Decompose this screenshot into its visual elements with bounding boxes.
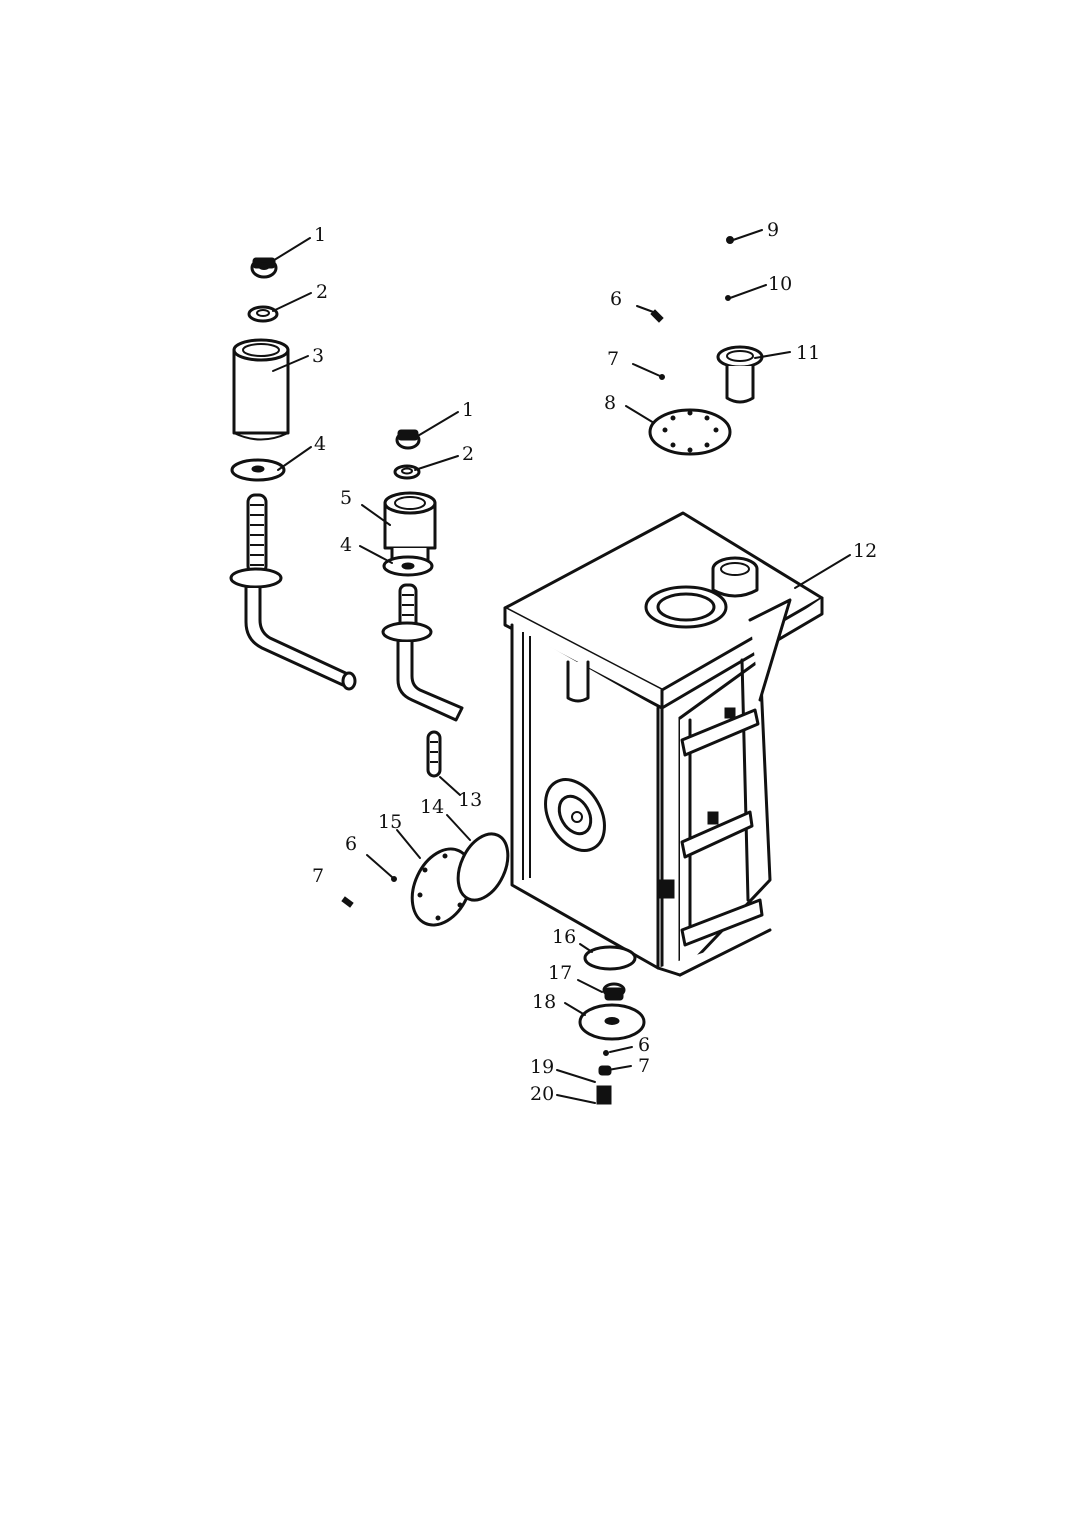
side-cover-gasket <box>456 832 510 902</box>
callout-2-middle: 2 <box>462 443 474 465</box>
return-strainer-pipe <box>381 583 464 722</box>
magnet-bar-part <box>426 730 442 778</box>
filter-cylinder-part <box>232 338 290 441</box>
callout-3: 3 <box>312 345 324 367</box>
callout-6-bottom: 6 <box>638 1034 650 1056</box>
callout-4-left: 4 <box>314 433 326 455</box>
drain-valve-part <box>602 982 626 1001</box>
gasket-part-middle <box>382 555 434 577</box>
filler-cap-part <box>250 257 278 279</box>
suction-strainer-pipe <box>229 493 357 691</box>
callout-1-left: 1 <box>314 224 326 246</box>
side-cover-assembly <box>341 832 510 927</box>
callout-labels: 1 2 3 4 1 2 5 4 9 10 6 11 7 8 12 13 15 1… <box>312 219 877 1105</box>
callout-10: 10 <box>768 273 792 295</box>
callout-7-bottom: 7 <box>638 1055 650 1077</box>
callout-16: 16 <box>552 926 576 948</box>
callout-11: 11 <box>796 342 820 364</box>
callout-12: 12 <box>853 540 877 562</box>
hydraulic-tank-body <box>503 511 824 977</box>
callout-7-side: 7 <box>312 865 324 887</box>
cap-part-middle <box>395 429 421 450</box>
cover-gasket-part <box>648 408 732 456</box>
callout-4-middle: 4 <box>340 534 352 556</box>
callout-2-left: 2 <box>316 281 328 303</box>
left-filler-assembly <box>229 257 357 691</box>
callout-8: 8 <box>604 392 616 414</box>
breather-part <box>716 345 764 404</box>
callout-14: 14 <box>420 796 444 818</box>
callout-19: 19 <box>530 1056 554 1078</box>
callout-5: 5 <box>340 487 352 509</box>
callout-6-side: 6 <box>345 833 357 855</box>
filter-element-part <box>383 491 437 562</box>
sight-glass-window <box>544 778 606 852</box>
gasket-part <box>230 458 286 482</box>
callout-1-middle: 1 <box>462 399 474 421</box>
callout-18: 18 <box>532 991 556 1013</box>
middle-filter-assembly <box>381 429 464 778</box>
callout-7-top: 7 <box>607 348 619 370</box>
callout-6-top: 6 <box>610 288 622 310</box>
callout-20: 20 <box>530 1083 554 1105</box>
washer-part-middle <box>393 464 421 480</box>
callout-9: 9 <box>767 219 779 241</box>
drain-assembly <box>578 945 646 1105</box>
top-cover-assembly <box>648 236 764 456</box>
leader-lines <box>270 229 851 1104</box>
washer-part <box>247 305 279 323</box>
callout-13: 13 <box>458 789 482 811</box>
callout-15: 15 <box>378 811 402 833</box>
callout-17: 17 <box>548 962 572 984</box>
